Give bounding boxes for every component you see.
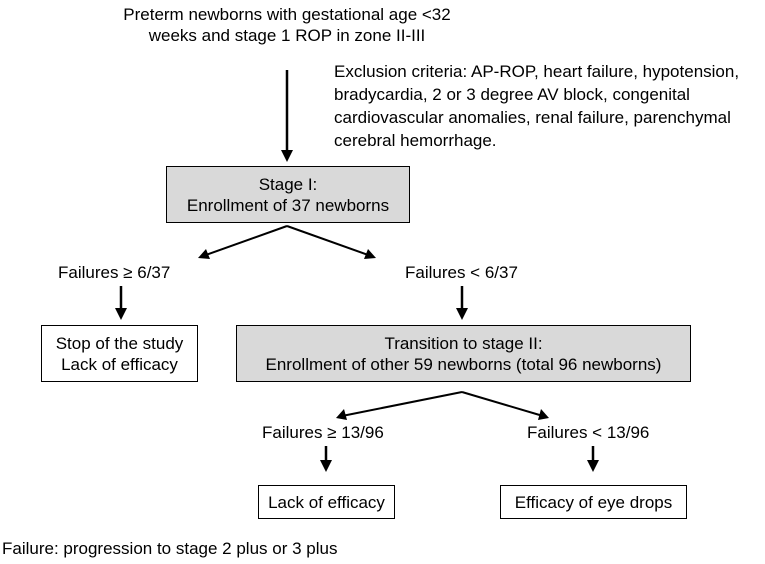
efficacy-eye-drops-box: Efficacy of eye drops <box>500 485 687 519</box>
lack-efficacy-line: Lack of efficacy <box>61 354 178 374</box>
population-text: Preterm newborns with gestational age <3… <box>92 4 482 46</box>
stage2-enrollment: Enrollment of other 59 newborns (total 9… <box>265 354 662 374</box>
lack-efficacy-box: Lack of efficacy <box>258 485 395 519</box>
failures-stage2-high-label: Failures ≥ 13/96 <box>262 423 384 442</box>
population-line-2: weeks and stage 1 ROP in zone II-III <box>148 26 426 45</box>
stage2-box: Transition to stage II: Enrollment of ot… <box>236 325 691 382</box>
exclusion-line-2: bradycardia, 2 or 3 degree AV block, con… <box>334 85 690 104</box>
exclusion-line-4: cerebral hemorrhage. <box>334 131 497 150</box>
stage2-title: Transition to stage II: <box>384 333 543 353</box>
population-line-1: Preterm newborns with gestational age <3… <box>123 5 451 24</box>
exclusion-line-3: cardiovascular anomalies, renal failure,… <box>334 108 731 127</box>
arrow-stage1-right <box>286 225 372 257</box>
exclusion-criteria: Exclusion criteria: AP-ROP, heart failur… <box>334 60 739 152</box>
stage1-enrollment: Enrollment of 37 newborns <box>186 195 390 215</box>
efficacy-eye-drops-text: Efficacy of eye drops <box>514 492 673 512</box>
failures-stage1-high-label: Failures ≥ 6/37 <box>58 263 171 282</box>
stop-study-line: Stop of the study <box>55 333 184 353</box>
failures-stage2-low-label: Failures < 13/96 <box>527 423 650 442</box>
exclusion-line-1: Exclusion criteria: AP-ROP, heart failur… <box>334 62 740 81</box>
arrow-stage2-right <box>461 391 544 417</box>
arrow-stage2-left <box>341 391 463 417</box>
stage1-box: Stage I: Enrollment of 37 newborns <box>166 166 410 223</box>
lack-efficacy-text: Lack of efficacy <box>268 492 385 512</box>
arrow-stage1-left <box>202 225 288 257</box>
failures-stage1-low-label: Failures < 6/37 <box>405 263 518 282</box>
footnote: Failure: progression to stage 2 plus or … <box>2 539 338 558</box>
stage1-title: Stage I: <box>258 174 318 194</box>
stop-study-box: Stop of the study Lack of efficacy <box>41 325 198 382</box>
